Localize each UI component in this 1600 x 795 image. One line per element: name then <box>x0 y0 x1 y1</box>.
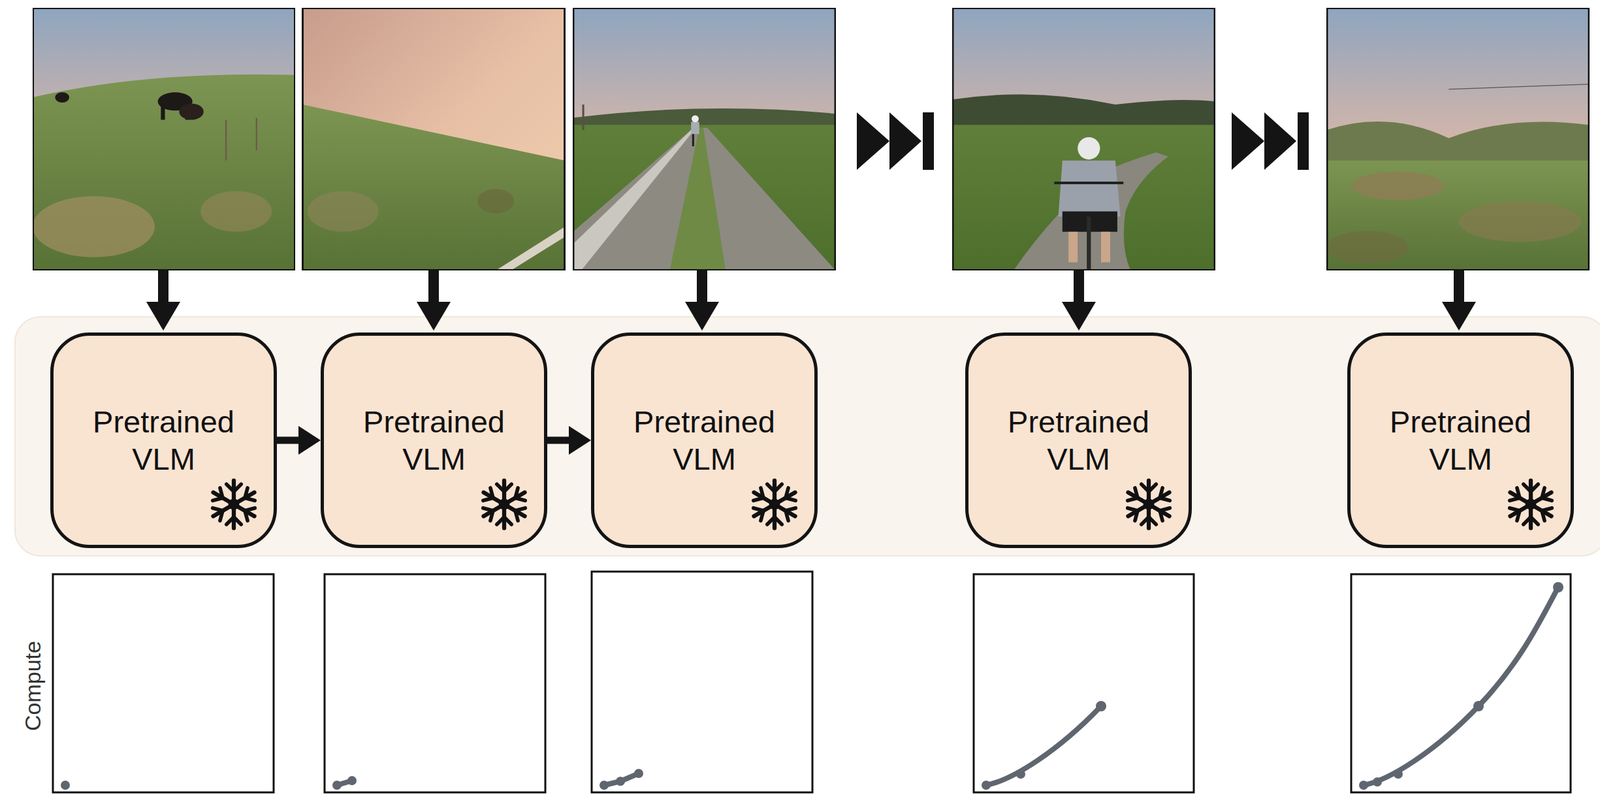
input-arrows <box>146 270 1476 331</box>
skip-icon <box>1231 112 1309 170</box>
model-label: Pretrained VLM <box>75 402 253 479</box>
axis-label: Compute <box>20 640 46 731</box>
frozen-icon <box>476 476 532 532</box>
model-label: Pretrained VLM <box>616 402 793 479</box>
photo-road-far <box>573 7 836 271</box>
photo-cows <box>32 7 296 271</box>
skip-icon <box>856 112 934 170</box>
model-label: Pretrained VLM <box>990 402 1168 479</box>
model-box: Pretrained VLM <box>1347 332 1574 548</box>
frozen-icon <box>1121 476 1177 532</box>
model-box: Pretrained VLM <box>965 332 1192 548</box>
photo-field <box>1327 7 1590 271</box>
model-box: Pretrained VLM <box>50 332 277 548</box>
model-box: Pretrained VLM <box>320 332 548 548</box>
frozen-icon <box>747 476 802 532</box>
frozen-icon <box>1503 476 1559 532</box>
model-label: Pretrained VLM <box>1372 402 1550 479</box>
model-box: Pretrained VLM <box>591 332 818 548</box>
sequence-arrow <box>547 425 592 455</box>
model-label: Pretrained VLM <box>346 402 523 479</box>
compute-plot <box>1351 574 1571 793</box>
sequence-arrow <box>276 425 321 455</box>
photo-road-near <box>952 7 1216 271</box>
compute-plot <box>324 574 546 793</box>
compute-plot <box>973 574 1194 793</box>
frozen-icon <box>206 476 262 532</box>
compute-plot <box>52 574 274 793</box>
photo-blurred-hill <box>302 7 565 271</box>
compute-plot <box>591 571 813 793</box>
